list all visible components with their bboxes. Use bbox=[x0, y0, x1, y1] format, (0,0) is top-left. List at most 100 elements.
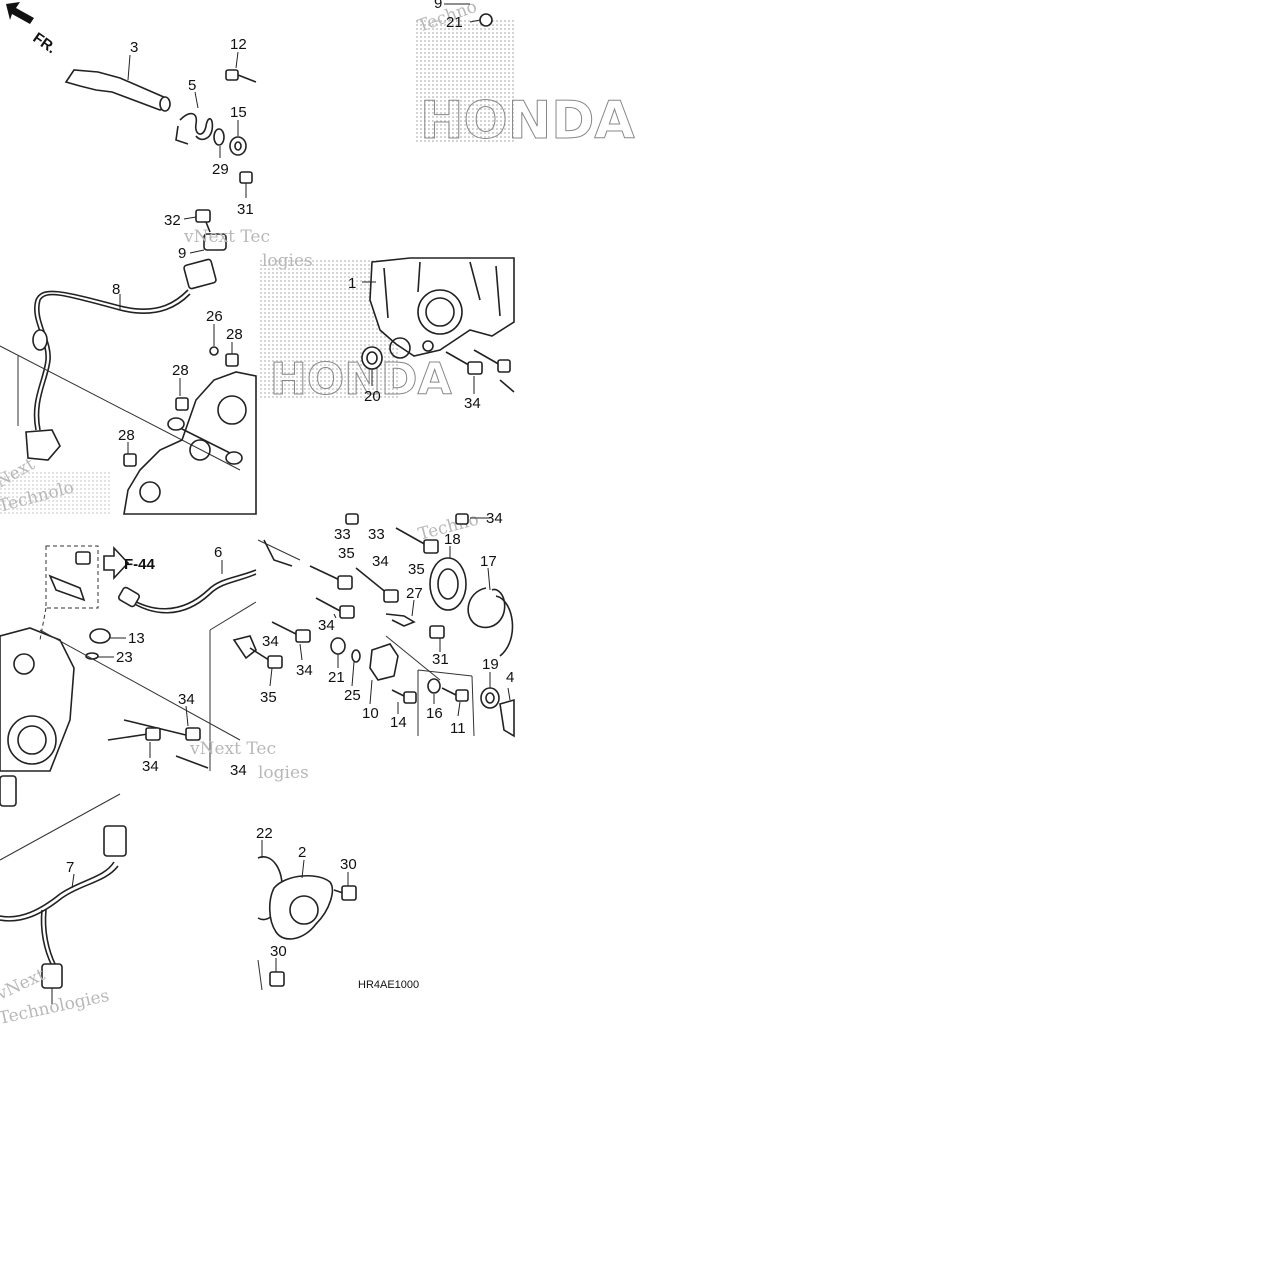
crankcase-lower bbox=[0, 601, 257, 772]
tile-top-right: HONDA Techno 9 21 bbox=[415, 0, 635, 152]
part-21-washer bbox=[330, 637, 346, 668]
callout-21: 21 bbox=[328, 669, 345, 686]
part-33-bolt bbox=[345, 513, 490, 525]
callout-27: 27 bbox=[406, 585, 423, 602]
part-15-washer bbox=[229, 120, 247, 156]
tile-sensor-bearing: Techno bbox=[230, 510, 515, 783]
callout-9: 9 bbox=[178, 245, 186, 262]
callout-34: 34 bbox=[372, 553, 389, 570]
callout-33: 33 bbox=[368, 526, 385, 543]
crankcase-piece bbox=[123, 371, 257, 515]
part-13-plug bbox=[89, 628, 126, 644]
callout-26: 26 bbox=[206, 308, 223, 325]
callout-35: 35 bbox=[260, 689, 277, 706]
reference-arrow: F-44 bbox=[103, 545, 156, 581]
callout-12: 12 bbox=[230, 36, 247, 53]
part-2-gasket bbox=[268, 859, 334, 940]
brand-watermark: HONDA bbox=[270, 354, 452, 405]
callout-28: 28 bbox=[118, 427, 135, 444]
tile-harness-7: 7 vNext Technologies bbox=[0, 775, 127, 1029]
callout-14: 14 bbox=[390, 714, 407, 731]
callout-35: 35 bbox=[408, 561, 425, 578]
watermark-text: vNext Tec bbox=[183, 227, 270, 247]
callout-33: 33 bbox=[334, 526, 351, 543]
callout-17: 17 bbox=[480, 553, 497, 570]
part-27-clip bbox=[385, 599, 416, 627]
brand-watermark: HONDA bbox=[420, 91, 635, 151]
tile-case-cover: HONDA logies 1 20 34 bbox=[260, 251, 515, 412]
part-8-harness bbox=[25, 258, 217, 461]
part-34-bolt bbox=[107, 705, 209, 769]
callout-28: 28 bbox=[226, 326, 243, 343]
watermark-text: vNext Tec bbox=[189, 739, 276, 759]
part-31-bolt bbox=[239, 171, 253, 198]
callout-34: 34 bbox=[486, 510, 503, 527]
part-28-dowel bbox=[123, 342, 239, 467]
callout-29: 29 bbox=[212, 161, 229, 178]
part-11-bolt bbox=[417, 669, 475, 737]
part-22-oring-partial bbox=[495, 595, 514, 657]
part-26-oring bbox=[209, 324, 219, 356]
part-1-case-cover bbox=[362, 257, 515, 359]
callout-1: 1 bbox=[348, 275, 356, 292]
part-7-harness bbox=[0, 775, 127, 1004]
tile-harness-6: F-44 bbox=[0, 544, 276, 775]
callout-28: 28 bbox=[172, 362, 189, 379]
callout-2: 2 bbox=[298, 844, 306, 861]
callout-35: 35 bbox=[338, 545, 355, 562]
callout-34: 34 bbox=[142, 758, 159, 775]
part-20-seal bbox=[361, 346, 383, 386]
callout-32: 32 bbox=[164, 212, 181, 229]
callout-7: 7 bbox=[66, 859, 74, 876]
part-14-bolt bbox=[391, 689, 417, 714]
callout-3: 3 bbox=[130, 39, 138, 56]
callout-25: 25 bbox=[344, 687, 361, 704]
part-16-washer bbox=[427, 678, 441, 704]
part-35-bolt bbox=[232, 527, 439, 687]
part-5-spring bbox=[175, 91, 214, 145]
callout-30: 30 bbox=[340, 856, 357, 873]
callout-15: 15 bbox=[230, 104, 247, 121]
bracket-detail bbox=[39, 545, 99, 641]
callout-22: 22 bbox=[256, 825, 273, 842]
part-4-plate bbox=[499, 687, 515, 738]
callout-6: 6 bbox=[214, 544, 222, 561]
reference-label: F-44 bbox=[124, 556, 156, 573]
callout-8: 8 bbox=[112, 281, 120, 298]
part-34-bolt bbox=[445, 349, 515, 394]
part-29-ring bbox=[213, 128, 225, 158]
part-25-oring bbox=[351, 649, 361, 687]
part-17-circlip bbox=[467, 567, 506, 629]
callout-9: 9 bbox=[434, 0, 442, 12]
front-arrow-icon: FR. bbox=[6, 2, 59, 57]
callout-13: 13 bbox=[128, 630, 145, 647]
callout-31: 31 bbox=[432, 651, 449, 668]
tile-shift-shaft: FR. bbox=[6, 2, 270, 262]
callout-23: 23 bbox=[116, 649, 133, 666]
callout-30: 30 bbox=[270, 943, 287, 960]
callout-19: 19 bbox=[482, 656, 499, 673]
part-3-shift-shaft bbox=[64, 54, 171, 112]
watermark-text: logies bbox=[262, 251, 313, 271]
part-18-bearing bbox=[429, 546, 467, 611]
callout-34: 34 bbox=[318, 617, 335, 634]
tile-gasket-plate: 22 2 30 30 HR4AE1000 bbox=[256, 825, 419, 991]
callout-34: 34 bbox=[230, 762, 247, 779]
callout-16: 16 bbox=[426, 705, 443, 722]
callout-34: 34 bbox=[464, 395, 481, 412]
callout-18: 18 bbox=[444, 531, 461, 548]
part-10-sensor bbox=[369, 635, 441, 705]
front-label: FR. bbox=[30, 29, 60, 57]
part-12-bolt bbox=[225, 51, 257, 83]
part-34-bolts bbox=[271, 567, 399, 661]
tile-harness-8: 8 26 28 28 28 Next Technolo bbox=[0, 258, 257, 517]
part-9-sensor bbox=[189, 233, 227, 254]
callout-34: 34 bbox=[296, 662, 313, 679]
part-32-bolt bbox=[183, 209, 211, 233]
part-30-bolt bbox=[257, 872, 357, 991]
callout-31: 31 bbox=[237, 201, 254, 218]
diagram-code: HR4AE1000 bbox=[358, 979, 419, 991]
callout-10: 10 bbox=[362, 705, 379, 722]
callout-34: 34 bbox=[178, 691, 195, 708]
